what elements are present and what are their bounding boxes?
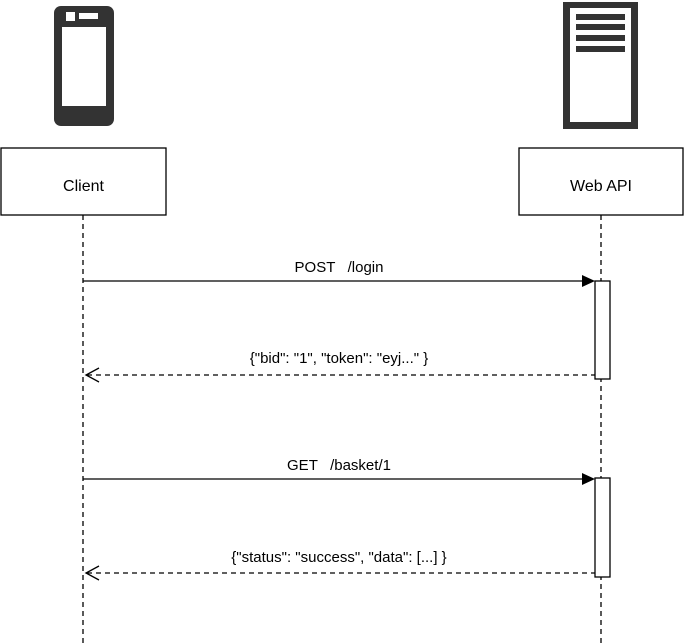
arrowhead-filled bbox=[582, 275, 595, 287]
mobile-phone-icon bbox=[54, 6, 114, 126]
participant-server-label: Web API bbox=[570, 178, 632, 195]
arrowhead-open bbox=[84, 565, 100, 581]
activation-bar bbox=[594, 280, 611, 380]
message-label: {"bid": "1", "token": "eyj..." } bbox=[250, 350, 429, 367]
participant-client: Client bbox=[0, 147, 167, 216]
message-label: {"status": "success", "data": [...] } bbox=[231, 549, 446, 566]
arrowhead-filled bbox=[582, 473, 595, 485]
message-post-login: POST /login bbox=[83, 259, 595, 287]
participant-client-label: Client bbox=[63, 178, 104, 195]
activation-bar bbox=[594, 477, 611, 578]
participant-server: Web API bbox=[518, 147, 684, 216]
message-login-response: {"bid": "1", "token": "eyj..." } bbox=[84, 350, 595, 383]
message-basket-response: {"status": "success", "data": [...] } bbox=[84, 549, 595, 581]
message-label: POST /login bbox=[295, 259, 384, 276]
message-label: GET /basket/1 bbox=[287, 457, 391, 474]
server-icon bbox=[563, 2, 638, 129]
arrowhead-open bbox=[84, 367, 100, 383]
message-get-basket: GET /basket/1 bbox=[83, 457, 595, 485]
